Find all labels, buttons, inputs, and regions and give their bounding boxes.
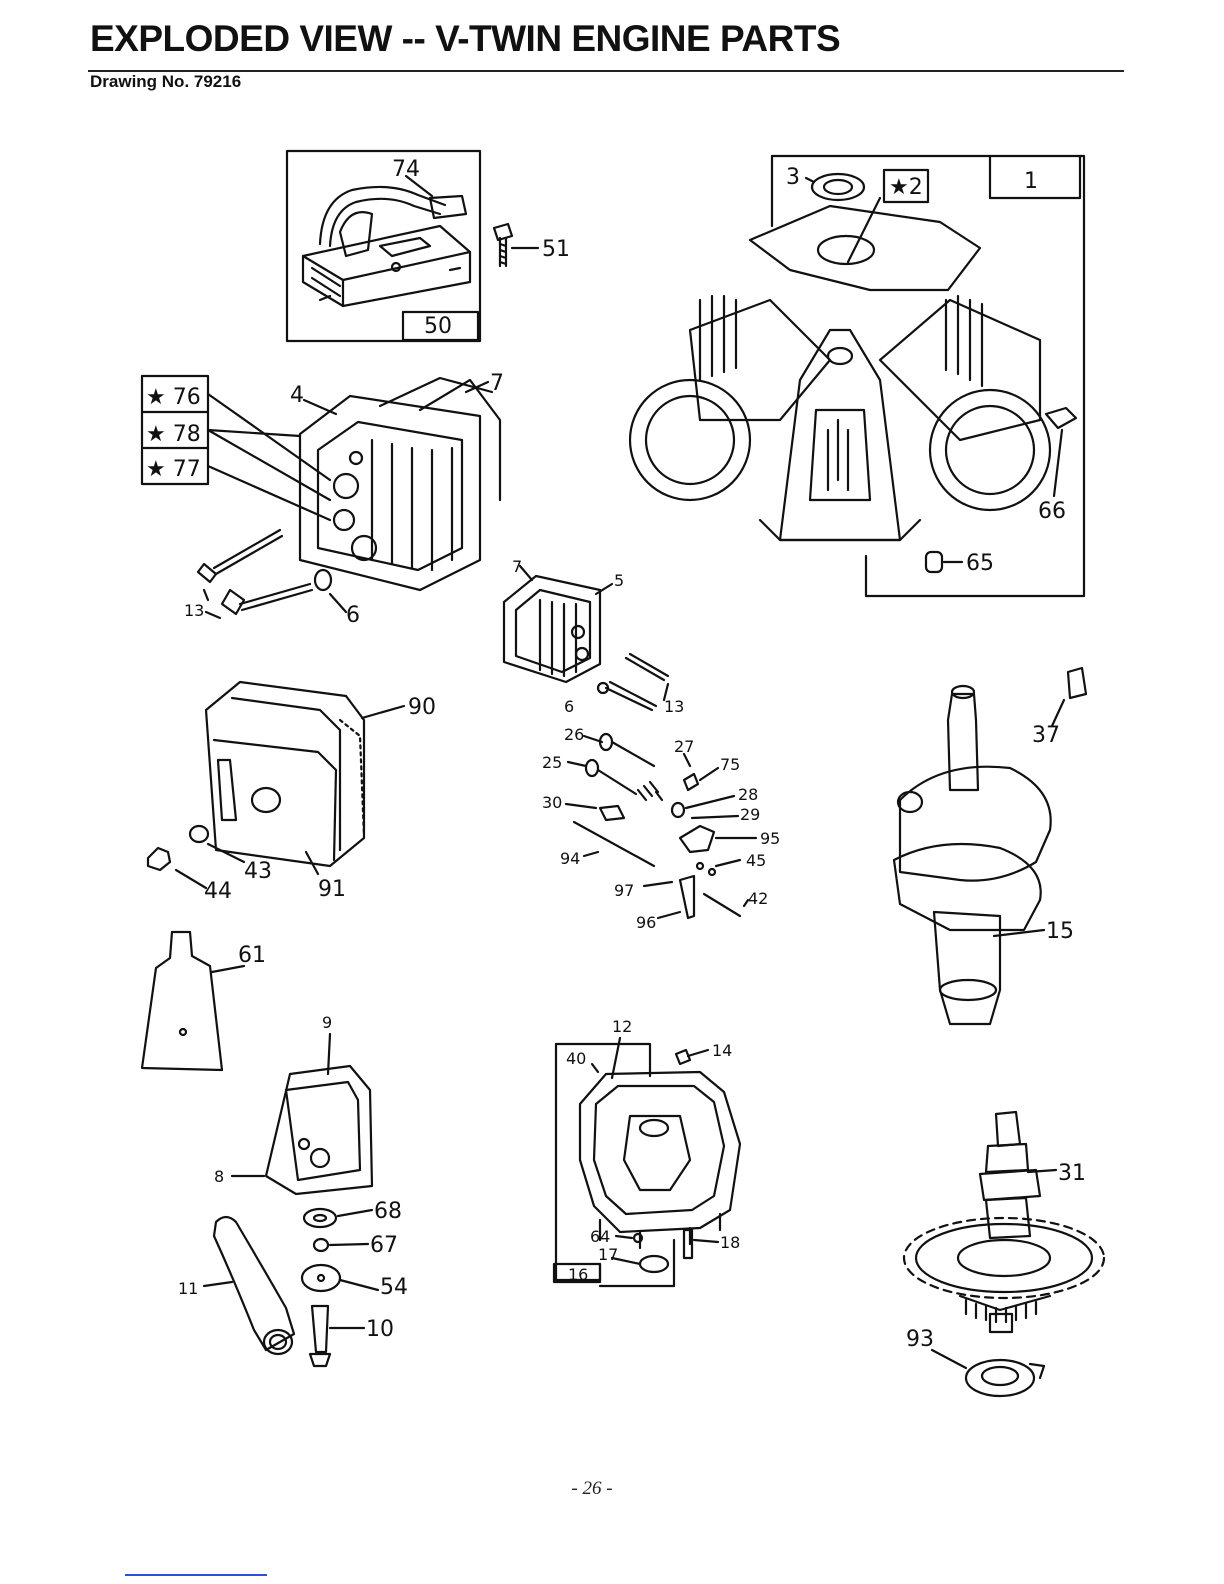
callout-68: 68 xyxy=(374,1199,402,1224)
callout-1: 1 xyxy=(1024,169,1038,194)
callout-96: 96 xyxy=(636,913,656,932)
callout-6b: 6 xyxy=(564,697,574,716)
bolt-51-part xyxy=(494,224,512,266)
base-cover-part xyxy=(266,1066,372,1194)
callout-10: 10 xyxy=(366,1317,394,1342)
page-number: - 26 - xyxy=(0,1478,1184,1500)
callout-9: 9 xyxy=(322,1013,332,1032)
callout-12: 12 xyxy=(612,1017,632,1036)
callout-43: 43 xyxy=(244,859,272,884)
callout-95: 95 xyxy=(760,829,780,848)
callout-11: 11 xyxy=(178,1279,198,1298)
callout-78: ★ 78 xyxy=(146,422,201,447)
callout-75: 75 xyxy=(720,755,740,774)
callout-27: 27 xyxy=(674,737,694,756)
callout-26: 26 xyxy=(564,725,584,744)
callout-17: 17 xyxy=(598,1245,618,1264)
callout-77: ★ 77 xyxy=(146,457,201,482)
footer-link-underline xyxy=(125,1574,267,1576)
ignition-module-part xyxy=(287,151,480,341)
cylinder-head-right-part xyxy=(504,576,668,710)
callout-45: 45 xyxy=(746,851,766,870)
callout-40: 40 xyxy=(566,1049,586,1068)
callout-6a: 6 xyxy=(346,603,360,628)
callout-25: 25 xyxy=(542,753,562,772)
baffle-61-part xyxy=(142,932,222,1070)
callout-4: 4 xyxy=(290,383,304,408)
callout-5: 5 xyxy=(614,571,624,590)
callout-30: 30 xyxy=(542,793,562,812)
camshaft-part xyxy=(904,1112,1104,1332)
callout-51: 51 xyxy=(542,237,570,262)
callout-74: 74 xyxy=(392,157,420,182)
callout-7a: 7 xyxy=(490,371,504,396)
callout-28: 28 xyxy=(738,785,758,804)
callout-90: 90 xyxy=(408,695,436,720)
callout-13a: 13 xyxy=(184,601,204,620)
callout-67: 67 xyxy=(370,1233,398,1258)
callout-65: 65 xyxy=(966,551,994,576)
callout-3: 3 xyxy=(786,165,800,190)
callout-13b: 13 xyxy=(664,697,684,716)
callout-37: 37 xyxy=(1032,723,1060,748)
callout-42: 42 xyxy=(748,889,768,908)
callout-18: 18 xyxy=(720,1233,740,1252)
callout-44: 44 xyxy=(204,879,232,904)
crankcase-cover-part xyxy=(554,1044,740,1286)
callout-64: 64 xyxy=(590,1227,610,1246)
callout-93: 93 xyxy=(906,1327,934,1352)
valve-cover-part xyxy=(206,682,364,866)
callout-15: 15 xyxy=(1046,919,1074,944)
callout-76: ★ 76 xyxy=(146,385,201,410)
callout-97: 97 xyxy=(614,881,634,900)
callout-2: ★2 xyxy=(889,175,923,200)
callout-91: 91 xyxy=(318,877,346,902)
valve-train-part xyxy=(574,734,740,918)
callout-7b: 7 xyxy=(512,557,522,576)
callout-94: 94 xyxy=(560,849,580,868)
callout-8: 8 xyxy=(214,1167,224,1186)
callout-31: 31 xyxy=(1058,1161,1086,1186)
callout-50: 50 xyxy=(424,314,452,339)
callout-61: 61 xyxy=(238,943,266,968)
crankshaft-part xyxy=(894,686,1051,1024)
callout-66: 66 xyxy=(1038,499,1066,524)
callout-14: 14 xyxy=(712,1041,732,1060)
callout-29: 29 xyxy=(740,805,760,824)
callout-16: 16 xyxy=(568,1265,588,1284)
crankcase-part xyxy=(630,156,1084,596)
callout-54: 54 xyxy=(380,1275,408,1300)
